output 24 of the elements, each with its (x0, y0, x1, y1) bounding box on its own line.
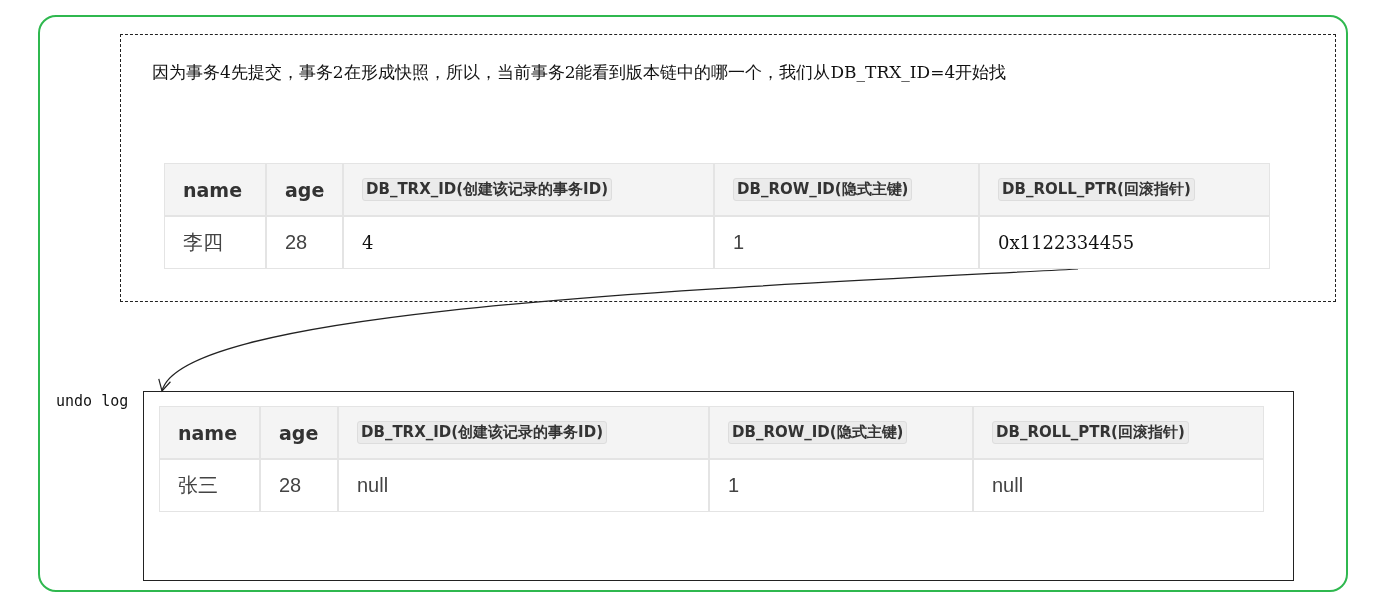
table-cell: 1 (709, 459, 973, 512)
column-header: DB_TRX_ID(创建该记录的事务ID) (343, 163, 714, 216)
table-cell: 张三 (159, 459, 260, 512)
table-cell: 28 (260, 459, 338, 512)
table-cell: 4 (343, 216, 714, 269)
column-header: DB_ROLL_PTR(回滚指针) (973, 406, 1264, 459)
table-cell: 1 (714, 216, 979, 269)
column-header: age (260, 406, 338, 459)
table-cell: null (338, 459, 709, 512)
box-title: undo log (56, 392, 129, 410)
column-header: name (159, 406, 260, 459)
table-cell: null (973, 459, 1264, 512)
column-header: DB_ROW_ID(隐式主键) (714, 163, 979, 216)
column-header: DB_ROW_ID(隐式主键) (709, 406, 973, 459)
table-cell: 李四 (164, 216, 266, 269)
column-header: DB_ROLL_PTR(回滚指针) (979, 163, 1270, 216)
note-text: 因为事务4先提交，事务2在形成快照，所以，当前事务2能看到版本链中的哪一个，我们从DB_TRX_ID=4开始找 (152, 61, 1007, 84)
dashed-frame (120, 34, 1336, 302)
table-cell: 0x1122334455 (979, 216, 1270, 269)
column-header: name (164, 163, 266, 216)
column-header: age (266, 163, 343, 216)
outer-frame (38, 15, 1348, 592)
column-header: DB_TRX_ID(创建该记录的事务ID) (338, 406, 709, 459)
table-cell: 28 (266, 216, 343, 269)
